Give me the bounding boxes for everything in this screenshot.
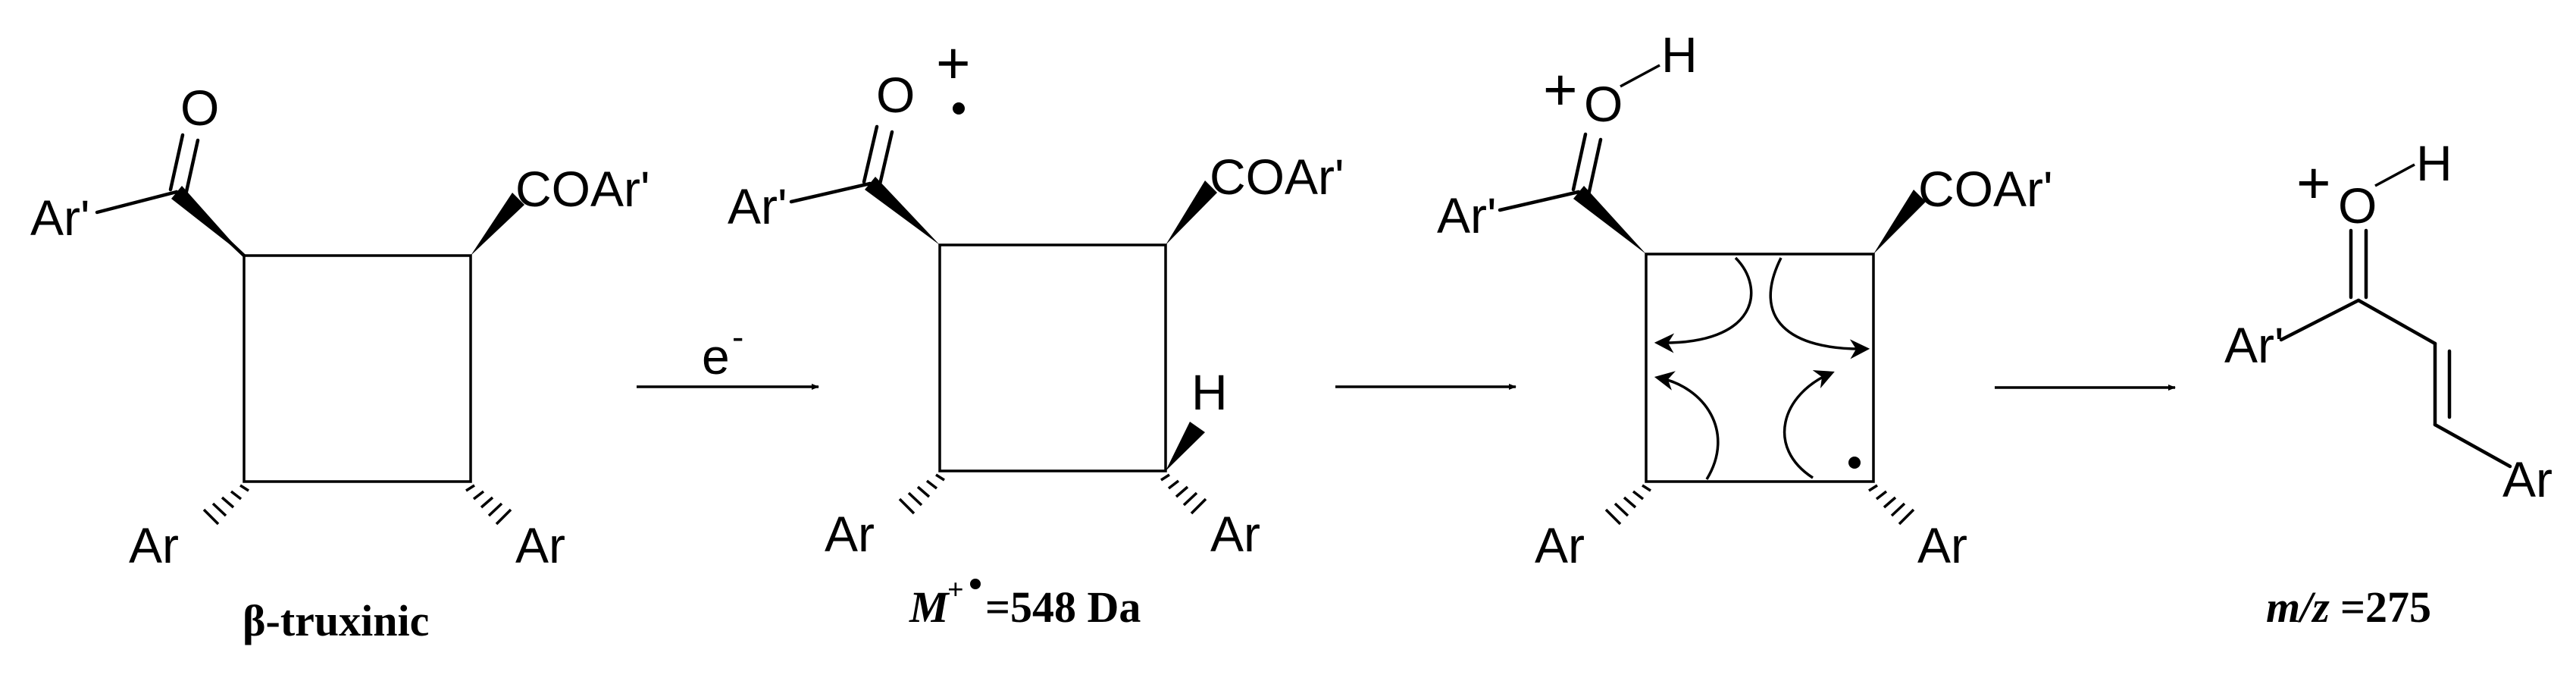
- radical-dot: [1848, 457, 1861, 469]
- aryl-label-left: Ar: [129, 517, 179, 573]
- radical-cation-charge: +: [936, 30, 971, 96]
- carbonyl-double-bond-inner: [877, 130, 894, 190]
- molecular-ion-caption-charge: +: [947, 574, 964, 606]
- aryl-label-right: Ar: [1917, 517, 1967, 573]
- curved-arrow-top-left: [1654, 256, 1753, 353]
- product-structure: + O H Ar' Ar m/z =275: [2224, 135, 2553, 632]
- curved-arrow-bottom-left: [1654, 371, 1720, 480]
- wedge-bond: [1573, 186, 1646, 254]
- reaction-arrow-1: e -: [637, 317, 819, 390]
- aryl-bond: [2433, 422, 2512, 469]
- aryl-label-right: Ar: [1210, 506, 1260, 562]
- aryl-label: Ar: [2502, 451, 2553, 507]
- cyclobutane-ring: [1645, 253, 1875, 483]
- coar-label: COAr': [515, 161, 650, 217]
- wedge-bond: [1873, 190, 1926, 254]
- protonated-structure: + O H Ar' COAr' Ar Ar: [1437, 27, 2053, 573]
- protonated-charge: +: [1543, 56, 1578, 123]
- wedge-bond-h: [1166, 422, 1205, 471]
- aryl-ketone-label: Ar': [30, 190, 90, 246]
- cyclobutane-ring: [938, 243, 1167, 472]
- reactant-structure: O Ar' COAr' Ar Ar β-truxinic: [30, 80, 650, 645]
- aryl-ketone-label: Ar': [2224, 317, 2284, 373]
- aryl-label-left: Ar: [1535, 517, 1585, 573]
- caption-radical-dot: [970, 579, 981, 589]
- product-oxygen-label: O: [2338, 177, 2377, 234]
- molecular-ion-caption-m: M: [909, 582, 950, 632]
- product-caption-value: =275: [2340, 582, 2431, 632]
- radical-dot: [953, 102, 965, 115]
- wedge-bond: [171, 186, 244, 256]
- carbonyl-oxygen-label: O: [876, 67, 915, 123]
- hydrogen-label: H: [1661, 27, 1698, 83]
- hydrogen-label: H: [1191, 364, 1228, 420]
- coar-label: COAr': [1210, 149, 1344, 205]
- wedge-bond: [865, 177, 940, 245]
- oh-bond: [2374, 163, 2415, 187]
- aryl-ketone-bond: [2279, 298, 2361, 342]
- carbonyl-double-bond: [168, 133, 185, 192]
- electron-reagent-label: e: [702, 328, 730, 385]
- alpha-bond: [2356, 298, 2437, 346]
- hashed-bond-right: [1868, 484, 1915, 526]
- coar-label: COAr': [1918, 161, 2053, 217]
- carbonyl-double-bond-inner: [1586, 137, 1603, 197]
- reactant-caption: β-truxinic: [243, 596, 429, 645]
- oh-bond: [1620, 64, 1660, 88]
- hydrogen-label: H: [2416, 135, 2452, 191]
- carbonyl-double-bond: [862, 124, 879, 184]
- electron-reagent-charge: -: [732, 317, 743, 356]
- aryl-ketone-label: Ar': [1437, 187, 1497, 243]
- product-charge: +: [2296, 149, 2331, 216]
- carbonyl-double-bond: [1571, 132, 1588, 192]
- aryl-ketone-bond: [789, 181, 872, 204]
- aryl-ketone-bond: [95, 190, 179, 215]
- wedge-bond: [1166, 180, 1217, 245]
- radical-cation-structure: O + Ar' COAr' H Ar Ar M + =548 Da: [728, 30, 1344, 632]
- protonated-oxygen-label: O: [1584, 76, 1623, 132]
- carbonyl-double-bond-inner: [183, 138, 200, 197]
- hashed-bond-right: [465, 484, 512, 526]
- carbonyl-oxygen-label: O: [180, 80, 219, 136]
- aryl-ketone-label: Ar': [728, 178, 787, 234]
- cyclobutane-ring: [243, 254, 472, 483]
- aryl-label-left: Ar: [825, 506, 875, 562]
- hashed-bond-right: [1160, 473, 1207, 515]
- molecular-ion-caption-mass: =548 Da: [985, 582, 1141, 632]
- curved-arrow-top-right: [1769, 257, 1870, 359]
- product-caption-mz: m/z: [2266, 582, 2330, 632]
- curved-arrow-bottom-right: [1783, 370, 1835, 479]
- aryl-ketone-bond: [1498, 190, 1581, 212]
- aryl-label-right: Ar: [515, 517, 565, 573]
- hashed-bond-left: [898, 473, 945, 515]
- hashed-bond-left: [1604, 484, 1651, 526]
- hashed-bond-left: [202, 484, 249, 526]
- wedge-bond: [471, 193, 524, 256]
